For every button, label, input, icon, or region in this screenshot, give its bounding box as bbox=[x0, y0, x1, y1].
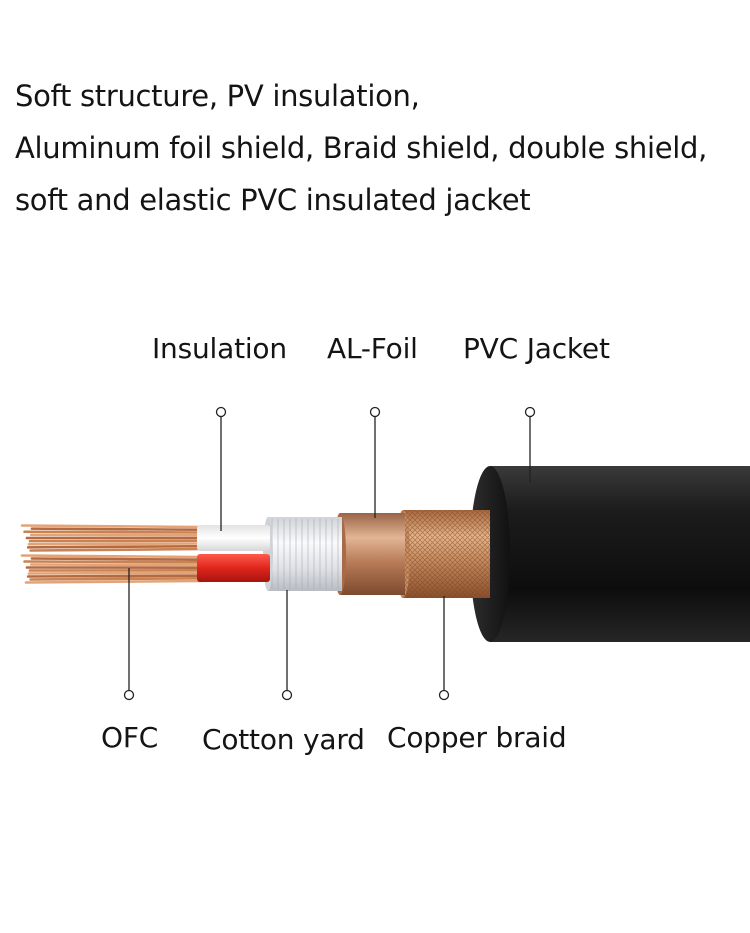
copper-strand bbox=[26, 544, 202, 549]
intro-text: Soft structure, PV insulation, Aluminum … bbox=[15, 70, 707, 226]
copper-strand bbox=[27, 571, 202, 575]
al-foil-marker bbox=[369, 406, 381, 418]
label-ofc: OFC bbox=[101, 721, 159, 754]
copper-strand bbox=[26, 574, 202, 578]
copper-strand bbox=[29, 577, 202, 581]
insulation-marker bbox=[215, 406, 227, 418]
copper-strand bbox=[29, 563, 202, 567]
copper-braid-marker bbox=[438, 689, 450, 701]
cotton-yarn bbox=[263, 517, 342, 591]
intro-line-1: Soft structure, PV insulation, bbox=[15, 79, 420, 113]
aluminum-foil bbox=[334, 513, 405, 595]
label-al-foil: AL-Foil bbox=[327, 332, 418, 365]
copper-strand bbox=[23, 560, 202, 564]
copper-braid bbox=[396, 510, 490, 598]
cotton-yard-marker bbox=[281, 689, 293, 701]
pvc-jacket-marker bbox=[524, 406, 536, 418]
label-insulation: Insulation bbox=[152, 332, 287, 365]
copper-strand bbox=[23, 530, 202, 534]
copper-strand bbox=[24, 579, 202, 584]
ofc-strands-lower bbox=[20, 554, 202, 584]
label-copper-braid: Copper braid bbox=[387, 721, 567, 754]
ofc-marker bbox=[123, 689, 135, 701]
conductor-insulation bbox=[197, 525, 270, 582]
label-pvc-jacket: PVC Jacket bbox=[463, 332, 610, 365]
copper-strand bbox=[29, 547, 202, 552]
intro-line-2: Aluminum foil shield, Braid shield, doub… bbox=[15, 131, 708, 165]
copper-strand bbox=[30, 557, 202, 561]
copper-strand bbox=[20, 524, 202, 529]
pvc-jacket bbox=[470, 466, 750, 642]
ofc-strands-upper bbox=[20, 524, 202, 552]
intro-line-3: soft and elastic PVC insulated jacket bbox=[15, 183, 531, 217]
copper-strand bbox=[27, 542, 202, 546]
copper-strand bbox=[20, 554, 202, 559]
label-cotton-yard: Cotton yard bbox=[202, 723, 365, 756]
copper-strand bbox=[30, 527, 202, 532]
